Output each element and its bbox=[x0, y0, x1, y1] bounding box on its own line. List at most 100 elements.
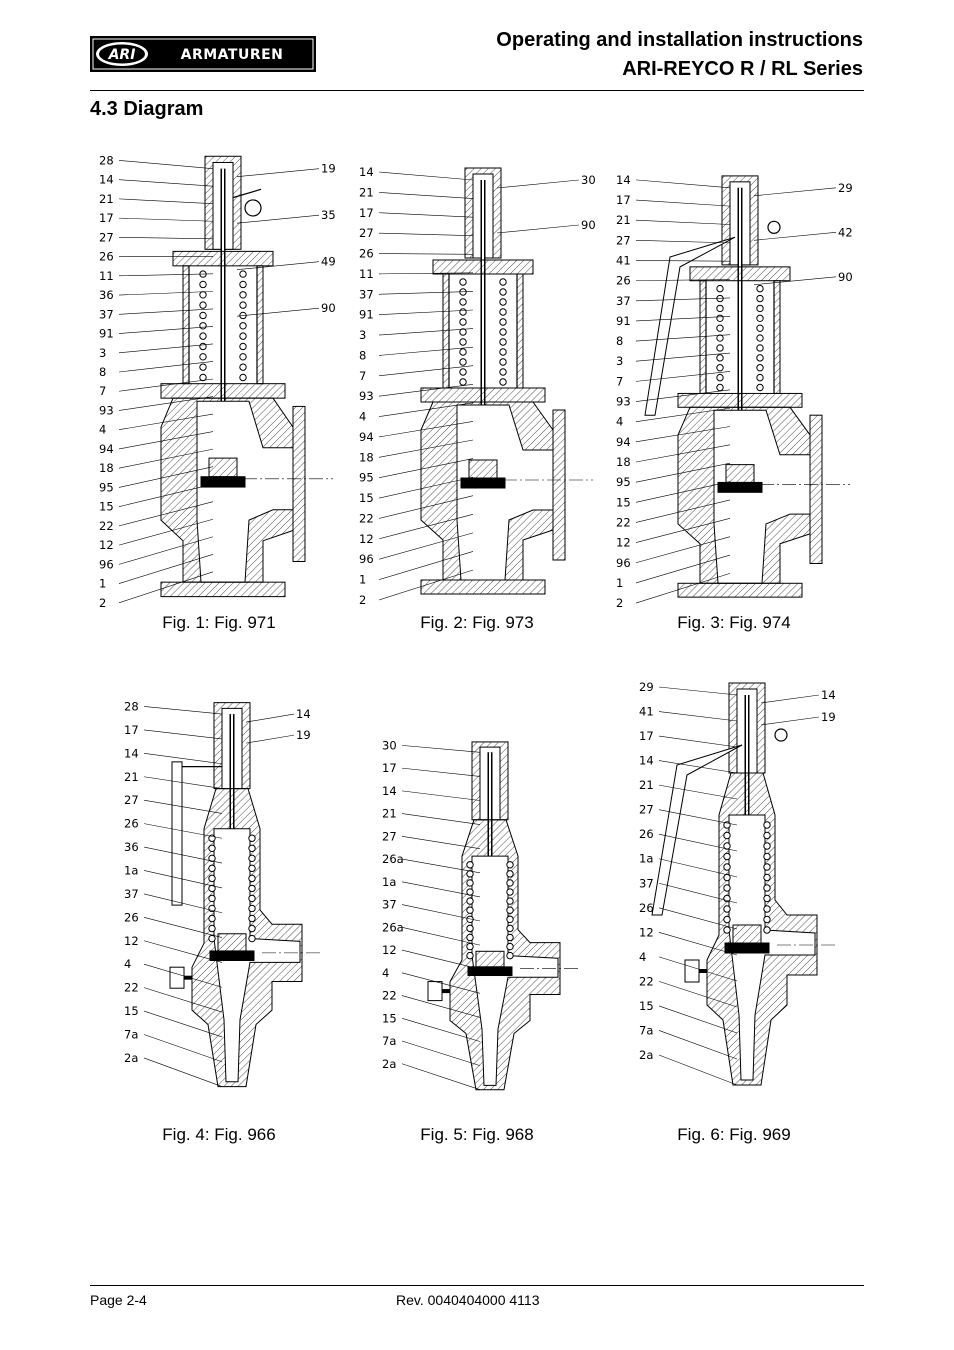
part-number-label: 27 bbox=[124, 793, 139, 807]
part-number-label: 14 bbox=[296, 707, 311, 721]
leader-line bbox=[635, 316, 731, 322]
part-number-label: 2a bbox=[639, 1048, 653, 1062]
leader-line bbox=[753, 276, 837, 286]
leader-line bbox=[118, 326, 214, 334]
part-number-label: 15 bbox=[639, 999, 654, 1013]
leader-line bbox=[401, 813, 481, 825]
part-number-label: 37 bbox=[616, 294, 631, 308]
leader-line bbox=[236, 214, 320, 224]
leader-line bbox=[635, 573, 731, 604]
part-number-label: 17 bbox=[359, 206, 374, 220]
leader-line bbox=[378, 513, 474, 540]
leader-line bbox=[635, 334, 731, 342]
leader-line bbox=[236, 261, 320, 271]
leader-line bbox=[143, 1057, 223, 1087]
leader-line bbox=[635, 462, 731, 483]
leader-line bbox=[401, 1063, 481, 1091]
part-number-label: 4 bbox=[639, 950, 646, 964]
leader-line bbox=[378, 212, 474, 218]
leader-line bbox=[118, 291, 214, 296]
valve-cross-section-svg: 1417212741263791837934941895152212961229… bbox=[616, 173, 853, 608]
leader-line bbox=[378, 532, 474, 560]
leader-line bbox=[118, 431, 214, 450]
part-number-label: 95 bbox=[359, 471, 374, 485]
part-number-label: 1a bbox=[639, 852, 653, 866]
leader-line bbox=[143, 1010, 223, 1038]
leader-line bbox=[143, 846, 223, 864]
leader-line bbox=[658, 1054, 738, 1086]
figure-caption: Fig. 1: Fig. 971 bbox=[162, 613, 276, 632]
footer-rule bbox=[90, 1285, 864, 1286]
valve-cross-section-svg: 1421172726113791387934941895152212961230… bbox=[359, 165, 596, 605]
part-number-label: 96 bbox=[616, 556, 631, 570]
leader-line bbox=[143, 870, 223, 889]
part-number-label: 7 bbox=[99, 384, 106, 398]
leader-line bbox=[658, 932, 738, 956]
part-number-label: 14 bbox=[639, 754, 654, 768]
part-number-label: 12 bbox=[99, 538, 114, 552]
part-number-label: 26a bbox=[382, 920, 404, 934]
leader-line bbox=[658, 1030, 738, 1060]
part-number-label: 3 bbox=[616, 354, 623, 368]
part-number-label: 21 bbox=[639, 778, 654, 792]
leader-line bbox=[236, 168, 320, 177]
part-number-label: 8 bbox=[99, 365, 106, 379]
part-number-label: 42 bbox=[838, 225, 853, 239]
leader-line bbox=[401, 949, 481, 970]
part-number-label: 27 bbox=[382, 829, 397, 843]
leader-line bbox=[118, 217, 214, 222]
part-number-label: 35 bbox=[321, 208, 336, 222]
leader-line bbox=[401, 858, 481, 874]
leader-line bbox=[378, 309, 474, 315]
leader-line bbox=[378, 495, 474, 519]
part-number-label: 19 bbox=[296, 728, 311, 742]
leader-line bbox=[118, 308, 214, 315]
part-number-label: 8 bbox=[359, 348, 366, 362]
leader-line bbox=[635, 389, 731, 402]
part-number-label: 2 bbox=[99, 596, 106, 608]
leader-line bbox=[245, 713, 295, 723]
title-line-1: Operating and installation instructions bbox=[496, 29, 863, 51]
leader-line bbox=[143, 987, 223, 1013]
leader-line bbox=[635, 179, 731, 189]
header-rule bbox=[90, 90, 864, 91]
part-number-label: 1 bbox=[359, 573, 366, 587]
leader-line bbox=[635, 481, 731, 503]
part-number-label: 17 bbox=[124, 723, 139, 737]
leader-line bbox=[143, 940, 223, 963]
part-number-label: 36 bbox=[124, 840, 139, 854]
part-number-label: 1a bbox=[124, 863, 138, 877]
part-number-label: 4 bbox=[124, 957, 131, 971]
part-number-label: 93 bbox=[359, 389, 374, 403]
leader-line bbox=[118, 448, 214, 469]
part-number-label: 95 bbox=[99, 480, 114, 494]
leader-line bbox=[658, 956, 738, 982]
leader-line bbox=[378, 328, 474, 336]
leader-line bbox=[143, 893, 223, 914]
leader-line bbox=[118, 378, 214, 392]
part-number-label: 7a bbox=[124, 1027, 138, 1041]
part-number-label: 19 bbox=[321, 162, 336, 176]
part-number-label: 37 bbox=[124, 887, 139, 901]
leader-line bbox=[118, 554, 214, 584]
part-number-label: 18 bbox=[616, 455, 631, 469]
part-number-label: 21 bbox=[124, 770, 139, 784]
part-number-label: 36 bbox=[99, 288, 114, 302]
leader-line bbox=[378, 569, 474, 601]
page-number: Page 2-4 bbox=[90, 1292, 147, 1308]
leader-line bbox=[658, 858, 738, 878]
part-number-label: 14 bbox=[616, 173, 631, 187]
part-number-label: 26 bbox=[124, 817, 139, 831]
part-number-label: 14 bbox=[821, 688, 836, 702]
part-number-label: 93 bbox=[99, 403, 114, 417]
leader-line bbox=[635, 499, 731, 523]
part-number-label: 26 bbox=[639, 827, 654, 841]
leader-line bbox=[118, 466, 214, 488]
leader-line bbox=[378, 402, 474, 417]
leader-line bbox=[378, 232, 474, 237]
part-number-label: 11 bbox=[99, 269, 114, 283]
leader-line bbox=[658, 1005, 738, 1034]
